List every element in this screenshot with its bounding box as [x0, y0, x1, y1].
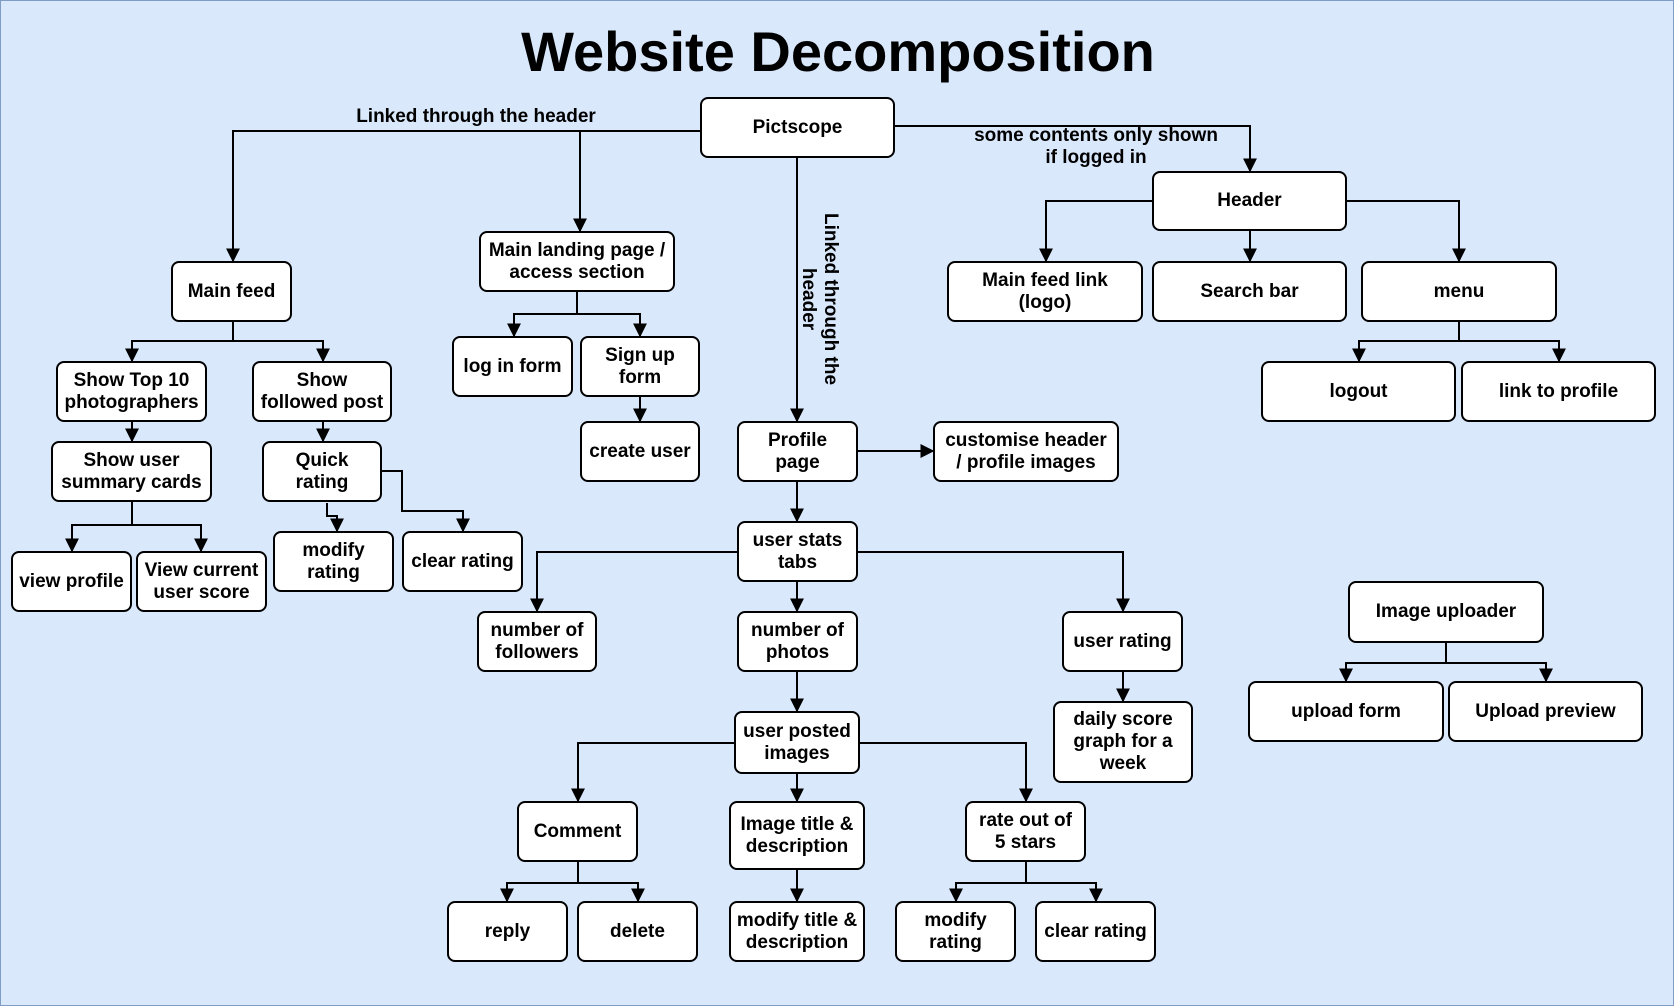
- edge-menu-profile-link: [1459, 340, 1566, 363]
- edge-stars-clear: [1026, 882, 1103, 903]
- node-link-to-profile: link to profile: [1461, 361, 1656, 422]
- node-summary-cards: Show user summary cards: [51, 441, 212, 502]
- edge-landing-login: [507, 292, 578, 338]
- node-search-bar: Search bar: [1152, 261, 1347, 322]
- edge-stars-modify: [949, 862, 1027, 903]
- edge-pictscope-main-feed: [226, 130, 702, 263]
- edge-quick-clear: [382, 470, 470, 533]
- node-image-uploader: Image uploader: [1348, 581, 1544, 643]
- node-reply: reply: [447, 901, 568, 962]
- node-number-followers: number of followers: [477, 611, 597, 672]
- node-modify-title: modify title & description: [729, 901, 865, 962]
- node-pictscope: Pictscope: [700, 97, 895, 158]
- node-header: Header: [1152, 171, 1347, 231]
- node-main-feed-link: Main feed link (logo): [947, 261, 1143, 322]
- node-followed-post: Show followed post: [252, 361, 392, 422]
- node-user-rating: user rating: [1062, 611, 1183, 672]
- edge-stats-followers: [530, 551, 737, 613]
- node-upload-preview: Upload preview: [1448, 681, 1643, 742]
- node-delete: delete: [577, 901, 698, 962]
- node-number-photos: number of photos: [737, 611, 858, 672]
- node-main-feed: Main feed: [171, 261, 292, 322]
- node-profile-page: Profile page: [737, 421, 858, 482]
- edge-feed-top10: [125, 322, 234, 363]
- node-landing: Main landing page / access section: [479, 231, 675, 292]
- node-rate-stars: rate out of 5 stars: [965, 801, 1086, 862]
- node-clear-rating-feed: clear rating: [402, 531, 523, 592]
- diagram-title: Website Decomposition: [521, 20, 1155, 83]
- node-view-current-score: View current user score: [136, 551, 267, 612]
- node-top10: Show Top 10 photographers: [56, 361, 207, 422]
- node-signup-form: Sign up form: [580, 336, 700, 397]
- edge-comment-reply: [500, 862, 579, 903]
- edge-header-logo: [1039, 200, 1152, 263]
- edge-uploader-preview: [1446, 662, 1553, 683]
- edge-cards-view-score: [132, 524, 208, 553]
- node-login-form: log in form: [452, 336, 573, 397]
- edge-menu-logout: [1352, 322, 1460, 363]
- node-daily-score-graph: daily score graph for a week: [1053, 701, 1193, 783]
- node-customise-images: customise header / profile images: [933, 421, 1119, 482]
- node-logout: logout: [1261, 361, 1456, 422]
- node-user-posted-images: user posted images: [734, 711, 860, 774]
- edge-quick-modify: [326, 503, 344, 533]
- edge-label-linked-header: Linked through the header: [356, 106, 596, 127]
- edge-cards-view-profile: [65, 502, 133, 553]
- node-upload-form: upload form: [1248, 681, 1444, 742]
- edge-header-menu: [1347, 200, 1466, 263]
- edge-comment-delete: [578, 882, 645, 903]
- edge-landing-signup: [577, 313, 647, 338]
- node-quick-rating: Quick rating: [262, 441, 382, 502]
- node-menu: menu: [1361, 261, 1557, 322]
- node-view-profile: view profile: [11, 551, 132, 612]
- edge-posted-stars: [860, 742, 1033, 803]
- node-clear-rating-img: clear rating: [1035, 901, 1156, 962]
- node-comment: Comment: [517, 801, 638, 862]
- edge-label-logged-in: some contents only shown if logged in: [974, 125, 1218, 168]
- node-modify-rating-img: modify rating: [895, 901, 1016, 962]
- node-create-user: create user: [580, 421, 700, 482]
- edge-label-linked-header-profile: Linked through the header: [798, 212, 841, 386]
- node-user-stats-tabs: user stats tabs: [737, 521, 858, 582]
- edge-stats-rating: [858, 551, 1130, 613]
- edge-feed-followed: [233, 340, 330, 363]
- node-image-title: Image title & description: [729, 801, 865, 870]
- edge-posted-comment: [571, 742, 734, 803]
- edge-uploader-form: [1339, 643, 1447, 683]
- edge-pictscope-header: [895, 125, 1257, 173]
- node-modify-rating-feed: modify rating: [273, 531, 394, 592]
